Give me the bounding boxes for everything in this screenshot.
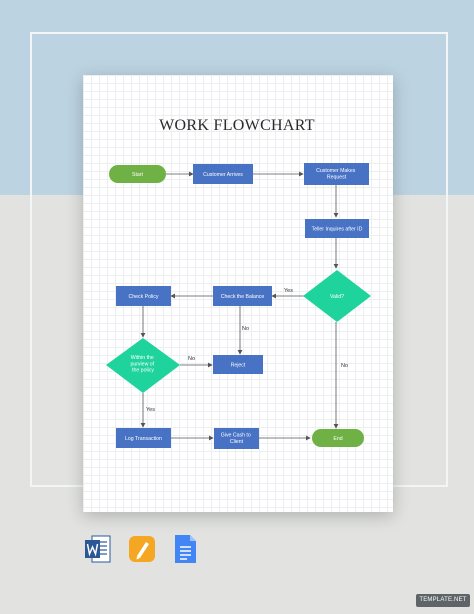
watermark: TEMPLATE.NET — [416, 594, 470, 607]
page-title: WORK FLOWCHART — [159, 117, 315, 134]
node-log-transaction-label: Log Transaction — [125, 436, 162, 442]
google-docs-icon[interactable] — [172, 534, 200, 564]
edge-label-policy-no: No — [188, 356, 195, 362]
word-icon[interactable] — [84, 534, 112, 564]
node-within-policy-line1: Within the — [131, 355, 154, 361]
node-end-label: End — [333, 436, 342, 442]
node-give-cash-line2: Client — [230, 439, 244, 445]
node-customer-makes-request — [304, 163, 369, 185]
edge-label-policy-yes: Yes — [146, 407, 155, 413]
node-customer-arrives — [193, 164, 253, 184]
node-within-policy-line3: the policy — [132, 368, 154, 374]
node-customer-makes-request-line2: Request — [327, 175, 347, 181]
node-log-transaction — [116, 428, 171, 448]
pages-icon[interactable] — [128, 534, 156, 564]
node-end — [312, 429, 364, 447]
node-check-policy — [116, 286, 171, 306]
node-give-cash — [214, 428, 259, 449]
node-reject-label: Reject — [231, 363, 246, 369]
node-customer-arrives-label: Customer Arrives — [203, 172, 243, 178]
node-start-label: Start — [132, 172, 144, 178]
edge-label-balance-no: No — [242, 326, 249, 332]
node-teller-inquires-label: Teller Inquires after ID — [312, 227, 363, 233]
edge-label-valid-yes: Yes — [284, 288, 293, 294]
node-reject — [213, 355, 263, 374]
node-customer-makes-request-label: Customer Makes Request — [316, 168, 357, 181]
node-start — [109, 165, 166, 183]
node-valid — [303, 270, 371, 322]
node-check-balance — [213, 286, 272, 306]
node-within-policy-line2: purview of — [130, 361, 154, 367]
node-valid-label: Valid? — [330, 294, 344, 300]
node-within-policy — [106, 338, 180, 393]
node-teller-inquires — [305, 219, 369, 238]
node-give-cash-label: Give Cash to Client — [221, 433, 252, 446]
node-within-policy-label: Within the purview of the policy — [130, 355, 155, 374]
node-check-balance-label: Check the Balance — [221, 294, 265, 300]
edge-label-valid-no: No — [341, 363, 348, 369]
node-give-cash-line1: Give Cash to — [221, 433, 251, 439]
node-customer-makes-request-line1: Customer Makes — [316, 168, 356, 174]
node-check-policy-label: Check Policy — [129, 294, 159, 300]
